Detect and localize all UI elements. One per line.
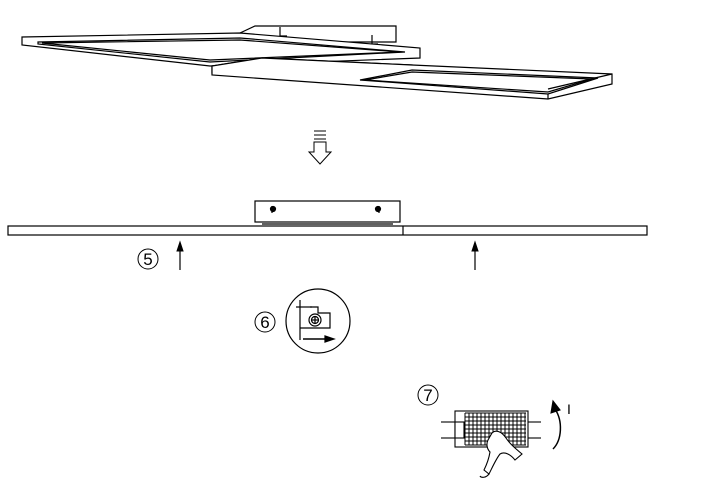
- curved-rotate-arrow-icon: [550, 399, 562, 450]
- step-6-marker: 6: [254, 311, 276, 333]
- lamp-frame-left: [21, 32, 421, 67]
- up-arrow-icon: [471, 240, 479, 270]
- screw-detail-circle: [285, 288, 351, 354]
- lamp-panel-side: [7, 225, 648, 236]
- lamp-side-view: [7, 200, 648, 236]
- step-5-marker: 5: [137, 248, 159, 270]
- lamp-3d-view: [21, 25, 613, 100]
- terminal-block-detail: [441, 399, 562, 478]
- step-5-label: 5: [143, 250, 152, 269]
- hand-icon: [479, 430, 523, 478]
- right-arrow-icon: [303, 335, 336, 343]
- step-7-marker: 7: [417, 384, 439, 406]
- mounting-bracket-side: [254, 200, 401, 225]
- hollow-down-arrow-icon: [307, 130, 333, 165]
- rotation-mark-label: I: [567, 401, 571, 417]
- screw-icon: [308, 313, 322, 327]
- step-7-label: 7: [423, 386, 432, 405]
- step-6-label: 6: [260, 313, 269, 332]
- up-arrow-icon: [176, 240, 184, 270]
- lamp-frame-right: [211, 57, 613, 100]
